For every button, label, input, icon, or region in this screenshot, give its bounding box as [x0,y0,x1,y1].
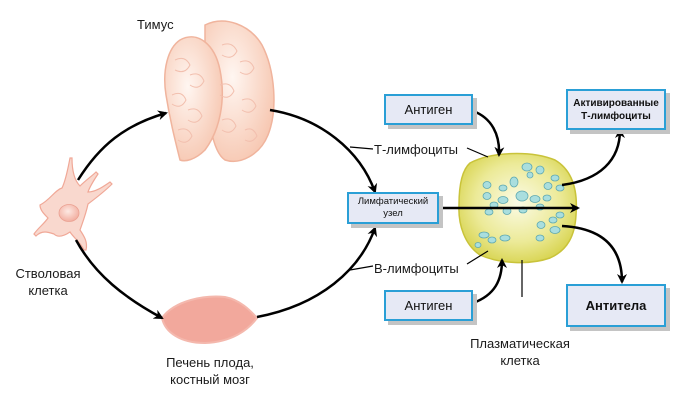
arrow-to-antibodies [561,224,627,284]
antibodies-box: Антитела [566,284,666,327]
arrow-antigen-bottom [472,258,507,305]
thymus-label: Тимус [137,17,174,32]
leader-lines [349,146,523,297]
liver-label-line2: костный мозг [170,372,250,387]
liver-bone-marrow-illustration [160,295,259,345]
antigen-top-box: Антиген [384,94,473,125]
plasma-cell-label: Плазматическая клетка [460,335,580,369]
activated-t-line2: Т-лимфоциты [581,110,651,122]
stem-cell-label-line2: клетка [28,283,68,298]
flow-arrows [74,108,627,320]
arrow-thymus-to-node [269,108,378,194]
arrow-to-activated-t [561,128,625,187]
antigen-bottom-box: Антиген [384,290,473,321]
arrow-antigen-top [472,109,505,157]
arrow-stem-to-liver [74,239,164,320]
liver-label: Печень плода, костный мозг [150,354,270,388]
plasma-cell-label-line1: Плазматическая [470,336,570,351]
stem-cell-label: Стволовая клетка [8,265,88,299]
thymus-illustration [164,20,275,162]
stem-cell-label-line1: Стволовая [15,266,81,281]
lymph-node-line2: узел [383,208,403,219]
antigen-bottom-text: Антиген [404,298,453,313]
t-lymphocytes-label: Т-лимфоциты [374,142,458,157]
liver-label-line1: Печень плода, [166,355,254,370]
stem-cell-illustration [33,157,113,251]
activated-t-box: Активированные Т-лимфоциты [566,89,666,130]
antibodies-text: Антитела [585,298,647,313]
arrow-stem-to-thymus [76,110,168,181]
lymph-node-line1: Лимфатический [357,196,429,207]
b-lymphocytes-label: В-лимфоциты [374,261,459,276]
antigen-top-text: Антиген [404,102,453,117]
plasma-cell-label-line2: клетка [500,353,540,368]
arrow-liver-to-node [256,226,378,319]
lymph-node-box: Лимфатический узел [347,192,439,224]
activated-t-line1: Активированные [573,97,659,109]
